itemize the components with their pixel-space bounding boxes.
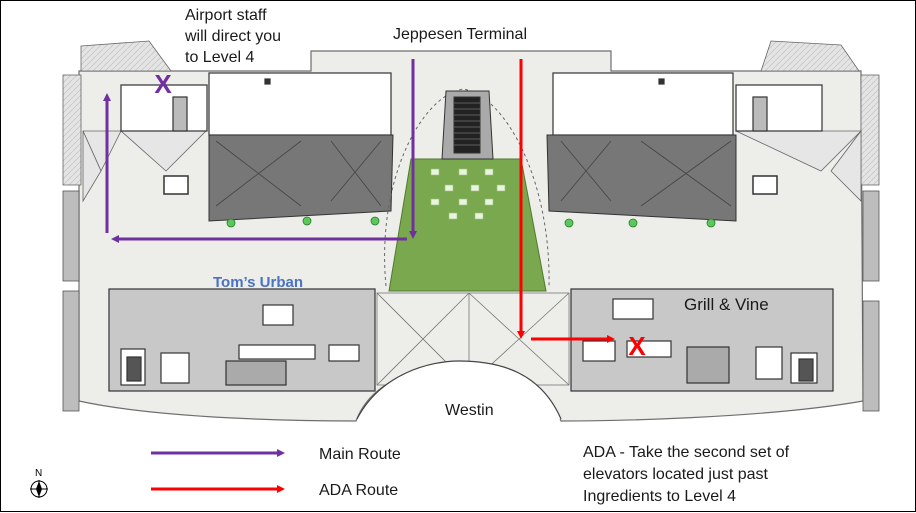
main-route	[103, 59, 417, 243]
legend-ada-route-label: ADA Route	[319, 482, 399, 499]
north-compass	[30, 480, 48, 498]
staff-marker: X	[154, 69, 172, 99]
central-escalator	[441, 90, 494, 160]
ada-marker: X	[628, 331, 646, 361]
legend-main-route-label: Main Route	[319, 446, 401, 463]
plaza-tiles	[430, 168, 506, 220]
staff-note-line-2: will direct you	[185, 28, 282, 45]
toms-urban-label: Tom’s Urban	[213, 274, 304, 291]
staff-direction-note: Airport staff will direct you to Level 4	[185, 5, 281, 68]
compass-north-label: N	[35, 468, 43, 479]
ada-note-line-2: elevators located just past	[583, 466, 768, 483]
lounge-east	[546, 134, 737, 222]
lounge-west	[208, 134, 394, 222]
plaza-dome-outline	[384, 88, 550, 287]
ada-instructions: ADA - Take the second set of elevators l…	[583, 442, 789, 508]
building-toms-urban	[108, 288, 376, 392]
westin-label: Westin	[445, 402, 494, 419]
gate-building-west	[120, 72, 392, 136]
staff-note-line-1: Airport staff	[185, 7, 267, 24]
kiosk-east	[752, 175, 778, 195]
jeppesen-terminal-label: Jeppesen Terminal	[393, 26, 528, 43]
green-dots	[226, 216, 716, 228]
ada-note-line-3: Ingredients to Level 4	[583, 488, 736, 505]
ada-note-line-1: ADA - Take the second set of	[583, 444, 790, 461]
gate-building-east	[552, 72, 823, 136]
northeast-structure	[735, 40, 880, 202]
kiosk-west	[163, 175, 189, 195]
west-wall	[62, 190, 880, 412]
northwest-structure	[62, 40, 207, 203]
staff-note-line-3: to Level 4	[185, 49, 255, 66]
grill-vine-label: Grill & Vine	[684, 295, 769, 314]
westin-arch	[356, 360, 562, 420]
ada-route	[517, 59, 615, 343]
